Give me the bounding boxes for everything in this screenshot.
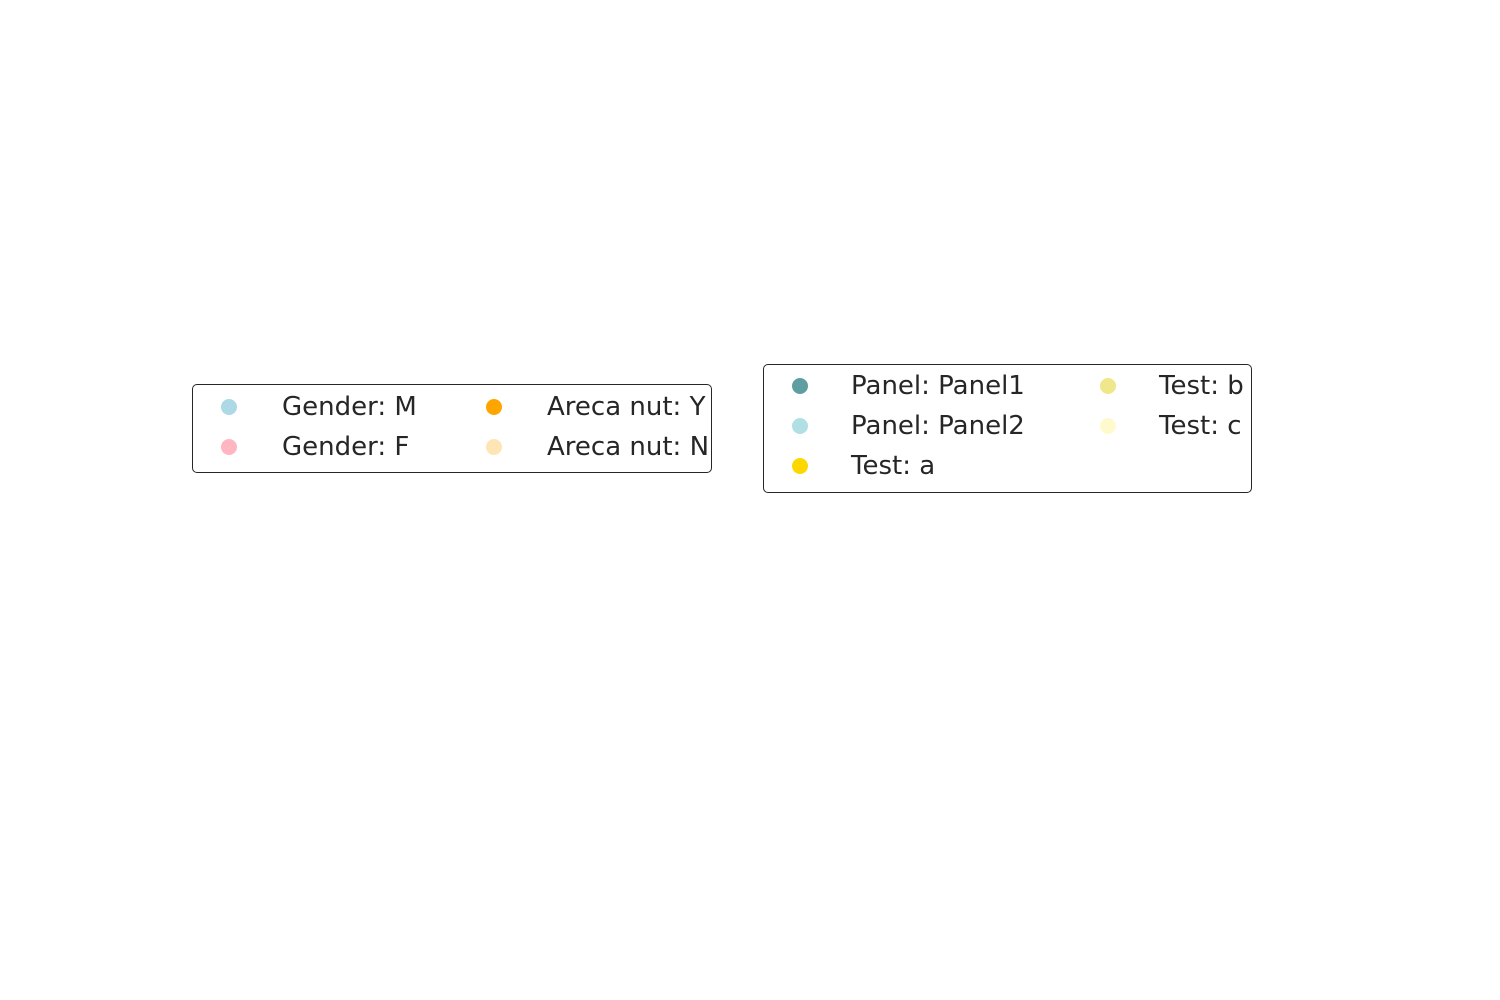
legend-marker [792,458,808,474]
legend-label: Test: c [1159,411,1242,441]
legend-marker [221,439,237,455]
legend-label: Areca nut: Y [547,392,706,422]
legend-label: Gender: F [282,432,410,462]
legend-marker [1100,378,1116,394]
legend-marker [221,399,237,415]
legend-label: Gender: M [282,392,417,422]
legend-marker [792,418,808,434]
legend-marker [486,439,502,455]
legend-label: Test: a [851,451,936,481]
legend-label: Areca nut: N [547,432,710,462]
legend-marker [486,399,502,415]
legend-gender-areca: Gender: M Gender: F Areca nut: Y Areca nut:… [192,384,712,473]
legend-marker [792,378,808,394]
legend-label: Panel: Panel2 [851,411,1025,441]
legend-marker [1100,418,1116,434]
legend-label: Test: b [1159,371,1244,401]
legend-label: Panel: Panel1 [851,371,1025,401]
